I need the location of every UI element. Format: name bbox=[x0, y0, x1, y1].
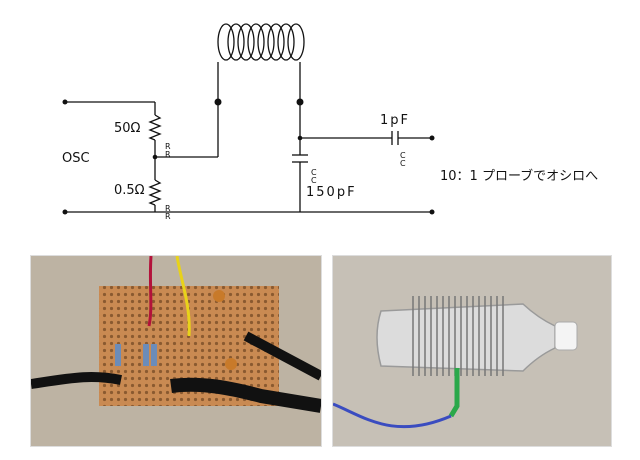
junction-dot-cap bbox=[297, 135, 303, 141]
resistor-top bbox=[148, 114, 162, 141]
coil-bottle-illustration bbox=[333, 256, 611, 446]
resistor-bottom-mark-2: R bbox=[165, 212, 171, 221]
inductor-coil bbox=[217, 23, 305, 61]
terminal-output-ground bbox=[429, 209, 435, 215]
capacitor-series-value: 1pF bbox=[380, 113, 410, 128]
resistor-top-mark-2: R bbox=[165, 150, 171, 159]
capacitor-orange-1 bbox=[213, 290, 225, 302]
circuit-schematic: OSC 50Ω 0.5Ω R R R R 1pF C C C C 150pF 1… bbox=[62, 23, 598, 221]
junction-dot-coil-left bbox=[214, 98, 222, 106]
red-wire bbox=[147, 256, 153, 327]
terminal-input-ground bbox=[62, 209, 68, 215]
terminal-input-top bbox=[62, 99, 68, 105]
resistor-bottom-mark-1: R bbox=[165, 204, 171, 213]
capacitor-series-mark-1: C bbox=[400, 151, 406, 160]
photo-perfboard-circuit bbox=[30, 255, 322, 447]
capacitor-shunt-mark-1: C bbox=[311, 168, 317, 177]
osc-label: OSC bbox=[62, 151, 90, 166]
perfboard-illustration bbox=[31, 256, 321, 446]
terminal-output-top bbox=[429, 135, 435, 141]
capacitor-series-mark-2: C bbox=[400, 159, 406, 168]
capacitor-shunt-mark-2: C bbox=[311, 176, 317, 185]
bottle-cap bbox=[554, 321, 578, 351]
coil-windings bbox=[412, 296, 504, 376]
yellow-wire bbox=[175, 256, 191, 337]
resistor-bottom bbox=[148, 179, 162, 206]
junction-dot-coil-right bbox=[296, 98, 304, 106]
resistor-top-mark-1: R bbox=[165, 142, 171, 151]
resistor-bottom-value: 0.5Ω bbox=[114, 183, 145, 198]
resistor-blue-2 bbox=[143, 344, 149, 366]
photo-coil-bottle bbox=[332, 255, 612, 447]
capacitor-orange-2 bbox=[225, 358, 237, 370]
probe-clip-black bbox=[170, 377, 321, 413]
bottle-body bbox=[376, 303, 556, 372]
clip-green bbox=[448, 368, 460, 418]
wire-blue bbox=[333, 402, 452, 429]
junction-dot-resistors bbox=[152, 154, 158, 160]
probe-cable-left bbox=[31, 372, 122, 389]
probe-clip-right bbox=[243, 331, 321, 381]
resistor-blue-1 bbox=[115, 344, 121, 366]
resistor-top-value: 50Ω bbox=[114, 121, 141, 136]
capacitor-shunt-value: 150pF bbox=[306, 185, 357, 200]
resistor-blue-3 bbox=[151, 344, 157, 366]
probe-label: 10：1 プローブでオシロへ bbox=[440, 168, 598, 184]
